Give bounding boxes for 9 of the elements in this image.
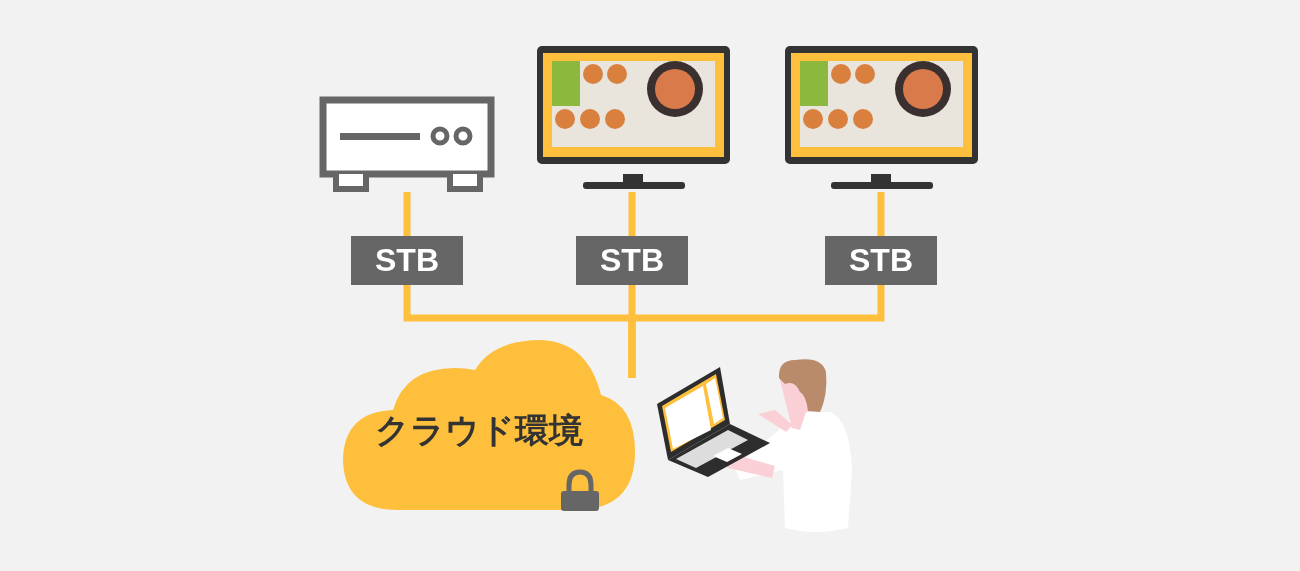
monitor-drawing xyxy=(535,44,732,192)
device-label: STB xyxy=(576,236,688,285)
device-label: STB xyxy=(351,236,463,285)
monitor-drawing xyxy=(783,44,980,192)
cloud-shape xyxy=(343,340,635,512)
cloud-label: クラウド環境 xyxy=(375,409,583,452)
device-label: STB xyxy=(825,236,937,285)
connector-line xyxy=(628,285,885,378)
set-top-box-drawing xyxy=(318,95,496,192)
